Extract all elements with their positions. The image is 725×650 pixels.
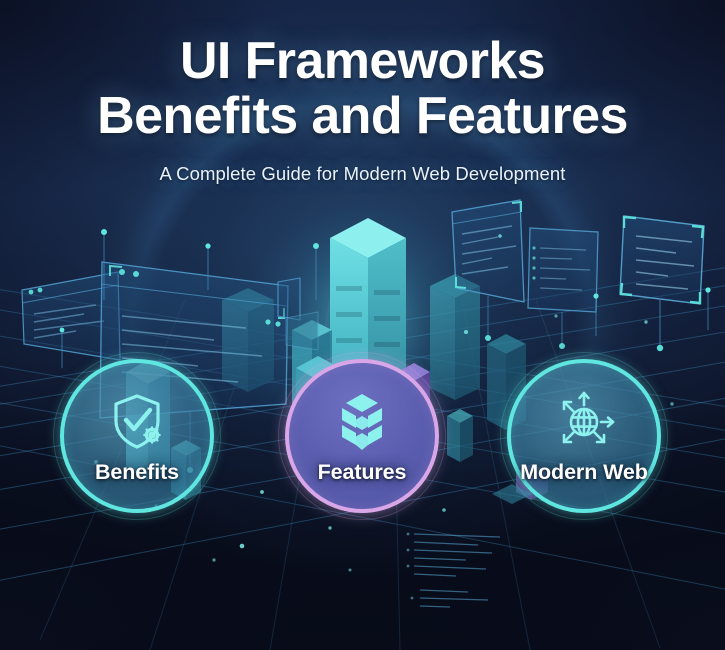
page-title-line-2: Benefits and Features: [97, 87, 628, 146]
badge-benefits[interactable]: Benefits: [53, 352, 221, 520]
poster-header: UI Frameworks Benefits and Features A Co…: [0, 32, 725, 185]
badge-outer-ring: [53, 352, 221, 520]
page-subtitle: A Complete Guide for Modern Web Developm…: [159, 163, 566, 185]
shield-check-gear-icon: [105, 390, 169, 454]
feature-badge-row: Benefits: [0, 352, 725, 522]
badge-inner-ring: [507, 359, 661, 513]
badge-label-features: Features: [317, 460, 407, 484]
badge-label-modern-web: Modern Web: [520, 460, 648, 484]
badge-inner-ring: [285, 359, 439, 513]
badge-modern-web[interactable]: Modern Web: [500, 352, 668, 520]
badge-features[interactable]: Features: [278, 352, 446, 520]
badge-outer-ring: [500, 352, 668, 520]
badge-outer-ring: [278, 352, 446, 520]
stacked-cube-layers-icon: [330, 390, 394, 454]
badge-inner-ring: [60, 359, 214, 513]
badge-label-benefits: Benefits: [94, 460, 180, 484]
globe-arrows-icon: [552, 390, 616, 454]
page-title-line-1: UI Frameworks: [179, 32, 546, 90]
